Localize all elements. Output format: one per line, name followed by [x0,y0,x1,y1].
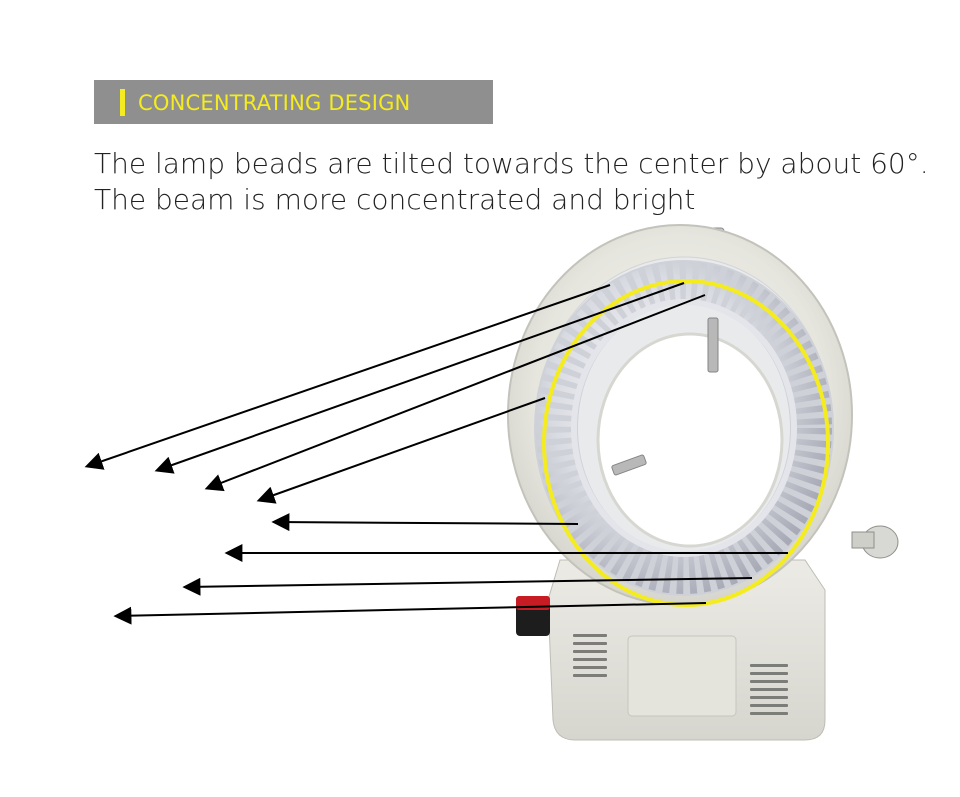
side-knob [851,525,899,559]
description-line-2: The beam is more concentrated and bright [94,183,696,216]
description-line-1: The lamp beads are tilted towards the ce… [94,147,929,180]
led-highlight-circle [542,279,830,607]
beam-arrow-7 [182,577,753,596]
beam-arrow-4 [256,397,546,504]
beam-arrow-2 [154,282,685,474]
beam-arrows [84,282,788,625]
beam-arrow-3 [204,294,706,492]
section-title: CONCENTRATING DESIGN [138,91,411,115]
beam-arrow-8 [113,602,707,625]
inner-screw-top [707,317,719,373]
beam-arrow-5 [271,513,579,532]
vent-left [573,634,607,677]
inner-screw-left [611,454,647,476]
description: The lamp beads are tilted towards the ce… [94,146,944,218]
header-accent-bar [120,89,125,116]
beam-arrow-1 [84,284,611,470]
section-header-banner: CONCENTRATING DESIGN [94,80,493,124]
ring-opening [596,332,784,548]
power-knob [516,596,550,636]
vent-right [750,664,788,715]
